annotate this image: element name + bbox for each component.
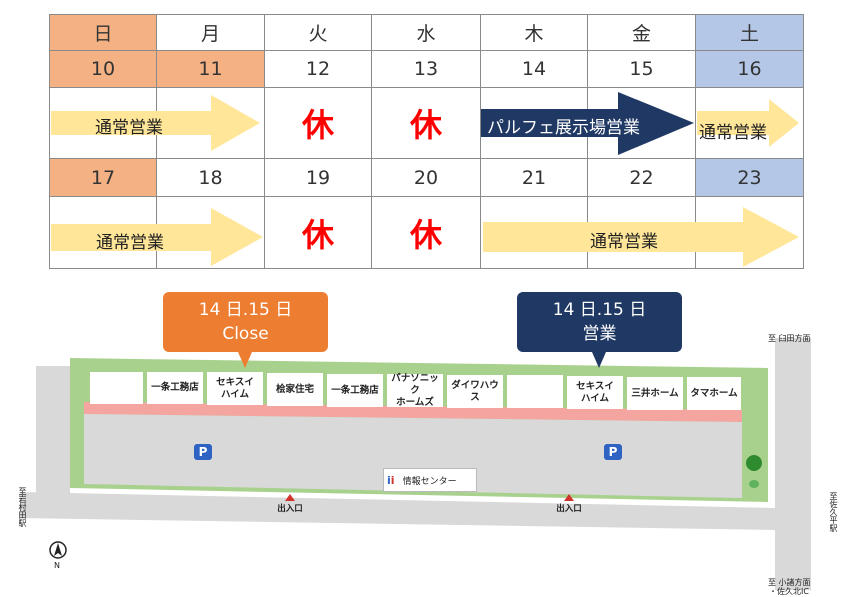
lot-panasonic: パナソニック ホームズ [387,373,443,408]
open-arrow [51,95,260,151]
entrance: 出入口 [549,494,589,514]
date-cell: 17 [49,158,157,197]
event-calendar: 日 月 火 水 木 金 土 10 11 12 13 14 15 16 休 休 1… [49,14,804,269]
callout-tail [238,352,252,368]
north-arrow [54,543,62,556]
date-cell: 23 [695,158,804,197]
callout-date: 14 日.15 日 [198,300,293,320]
closed-mark: 休 [371,87,481,159]
open-label: 通常営業 [699,123,767,143]
direction-saku-kita-ic: ・佐久北IC [769,587,809,596]
lot-hinoki: 桧家住宅 [267,373,323,406]
event-arrow [481,92,694,155]
lot [507,375,563,408]
lot-daiwa: ダイワハウス [447,375,503,408]
site-map: 14 日.15 日 Close 14 日.15 日 営業 一条工務店 セキスイ … [0,280,859,596]
date-cell: 16 [695,50,804,88]
parking-area [84,414,742,498]
open-label: 通常営業 [590,232,658,252]
lot [90,372,143,404]
direction-komoro: 至 小諸方面 [768,578,811,587]
entrance-label: 出入口 [556,504,582,514]
weekday-sat: 土 [695,14,804,51]
date-cell: 19 [264,158,372,197]
tree-icon [746,455,762,471]
parking-icon: P [194,444,212,460]
lot-tama: タマホーム [687,377,741,410]
closed-mark: 休 [264,87,372,159]
tree-icon [749,480,759,488]
open-arrow [51,208,263,266]
date-cell: 15 [587,50,696,88]
calendar-arrows [51,92,799,267]
open-label: 通常営業 [96,233,164,253]
closed-callout: 14 日.15 日 Close [163,292,328,352]
red-strip [84,402,742,422]
callout-status: Close [222,324,269,344]
date-cell: 22 [587,158,696,197]
weekday-sun: 日 [49,14,157,51]
lot-sekisui-2: セキスイ ハイム [567,376,623,409]
callout-status: 営業 [582,324,617,344]
closed-mark: 休 [264,196,372,269]
entrance: 出入口 [270,494,310,514]
lot-mitsui: 三井ホーム [627,377,683,410]
north-icon [49,541,67,559]
left-road [36,366,70,496]
open-label: 通常営業 [95,118,163,138]
callout-date: 14 日.15 日 [552,300,647,320]
entrance-label: 出入口 [277,504,303,514]
entrance-marker-icon [285,494,295,501]
lot-ichijo-1: 一条工務店 [147,372,203,404]
direction-sakudaira: 至佐久平駅 [829,492,838,532]
direction-usuda: 至 臼田方面 [768,334,811,343]
date-cell: 14 [480,50,588,88]
info-center-label: 情報センター [402,476,457,487]
weekday-thu: 木 [480,14,588,51]
direction-iwamurada: 至岩村田駅 [18,487,27,527]
north-label: N [54,561,60,570]
open-callout: 14 日.15 日 営業 [517,292,682,352]
date-cell: 12 [264,50,372,88]
right-road [775,338,811,590]
parking-icon: P [604,444,622,460]
lot-ichijo-2: 一条工務店 [327,374,383,407]
lot-sekisui-1: セキスイ ハイム [207,372,263,405]
callout-tail [592,352,606,368]
open-arrow [697,99,799,147]
main-road [20,492,775,530]
restroom-icon: ii [387,473,395,487]
date-cell: 18 [156,158,265,197]
event-label: パルフェ展示場営業 [487,118,640,138]
date-cell: 11 [156,50,265,88]
info-center: ii 情報センター [383,468,477,492]
weekday-tue: 火 [264,14,372,51]
entrance-marker-icon [564,494,574,501]
closed-mark: 休 [371,196,481,269]
open-arrow [483,207,799,267]
map-drawing [20,338,811,590]
